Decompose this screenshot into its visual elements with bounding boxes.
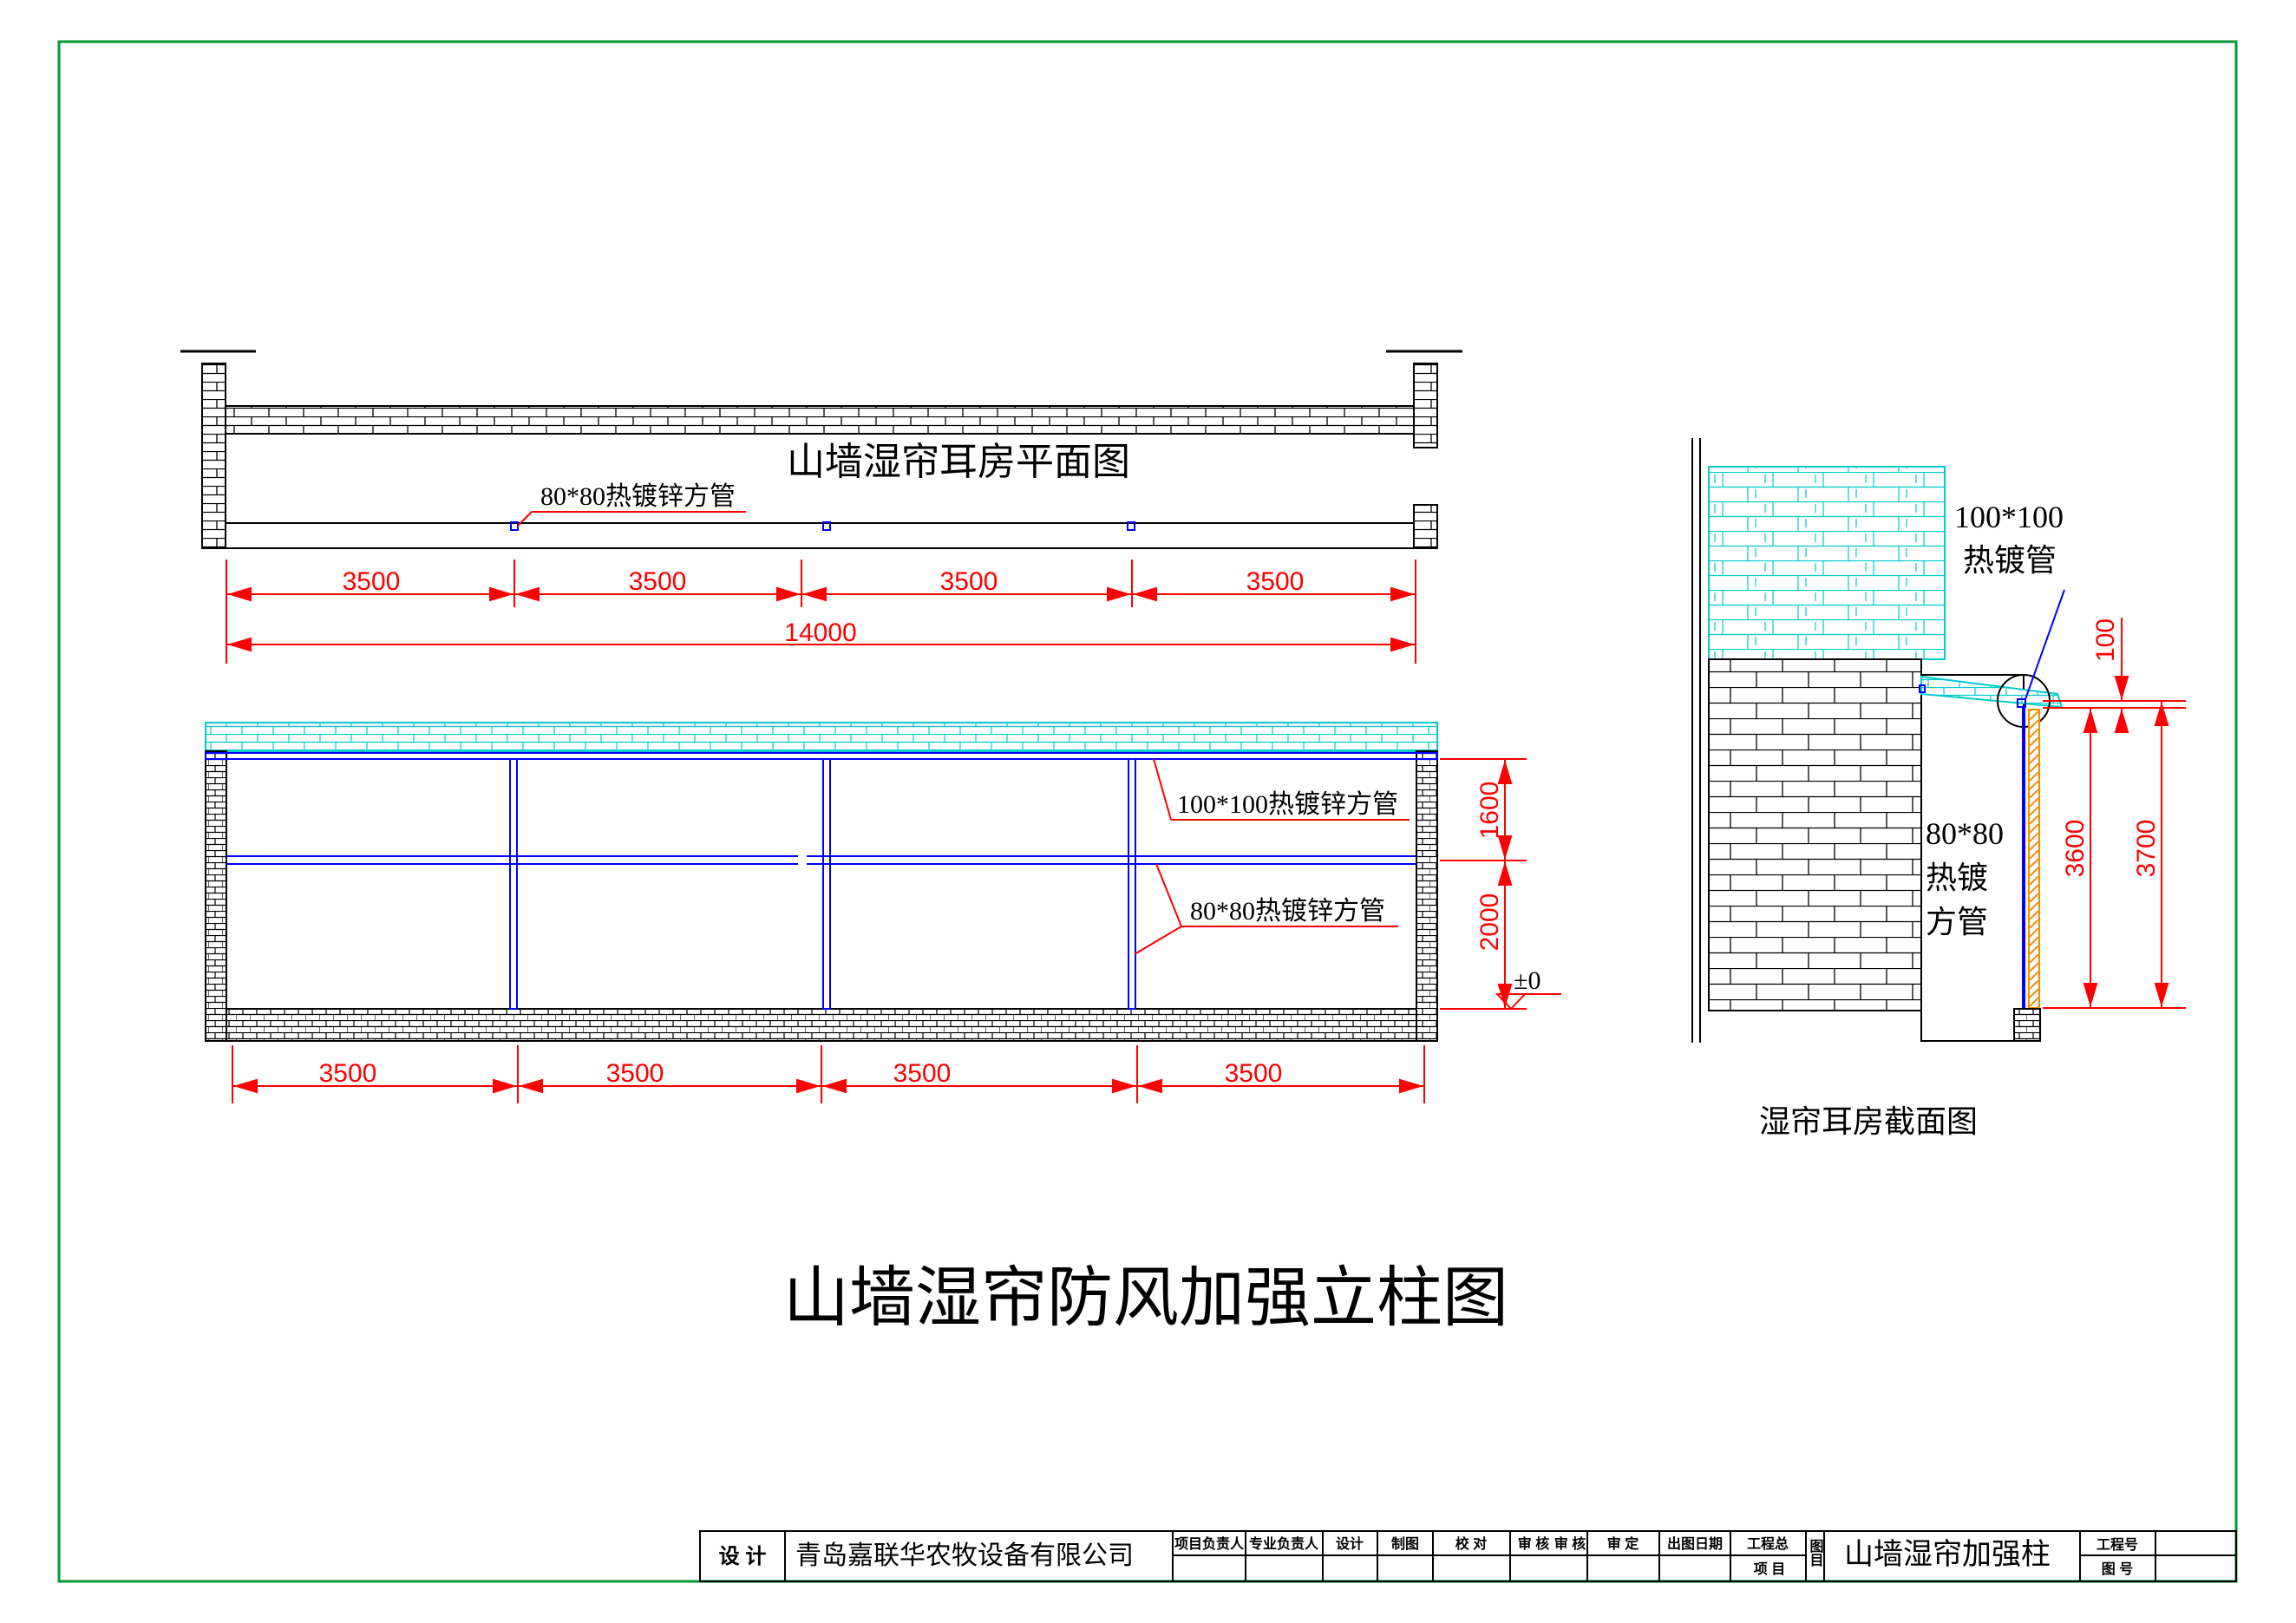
section-title: 湿帘耳房截面图 (1759, 1104, 1978, 1139)
level-mark-text: ±0 (1514, 966, 1540, 995)
elevation-post-2 (822, 758, 831, 1010)
tb-role-2: 专业负责人 (1249, 1535, 1319, 1552)
level-mark-symbol (1495, 993, 1561, 1011)
plan-pipe-label: 80*80热镀锌方管 (540, 482, 736, 511)
tb-sheet-label: 图目 (1808, 1539, 1823, 1567)
section-lean-to (1920, 674, 2025, 1042)
plan-pipe-leader (517, 511, 533, 527)
plan-title: 山墙湿帘耳房平面图 (787, 441, 1130, 483)
tb-drawing-name: 山墙湿帘加强柱 (1844, 1538, 2051, 1571)
elevation-mid-pipe-leader-1 (1155, 863, 1182, 927)
elevation-post-1 (509, 758, 518, 1010)
elevation-bay-dim-1: 3500 (319, 1059, 377, 1088)
section-brick-wall (1708, 658, 1922, 1011)
tb-role-5: 校 对 (1455, 1535, 1487, 1552)
section-dim-100: 100 (2091, 618, 2120, 662)
tb-role-6: 审 核 (1518, 1535, 1549, 1552)
section-base-block (2013, 1008, 2041, 1042)
plan-bay-dim-3: 3500 (940, 567, 998, 596)
plan-gable-wall (225, 405, 1415, 435)
elevation-mid-pipe-label: 80*80热镀锌方管 (1190, 897, 1385, 926)
tb-company: 青岛嘉联华农牧设备有限公司 (795, 1541, 1134, 1570)
section-roof-bracket (1919, 684, 1926, 693)
tb-role-8: 审 定 (1607, 1535, 1639, 1552)
tb-role-7: 审 核 (1554, 1535, 1586, 1552)
elevation-top-pipe-leader (1153, 758, 1172, 821)
main-title: 山墙湿帘防风加强立柱图 (783, 1262, 1508, 1335)
tb-project-label: 项 目 (1754, 1561, 1785, 1577)
title-block: 设 计 青岛嘉联华农牧设备有限公司 项目负责人 专业负责人 设计 制图 校 对 … (699, 1530, 2237, 1582)
elevation-height-dim-1600: 1600 (1475, 782, 1504, 840)
elevation-bay-dim-3: 3500 (893, 1059, 952, 1088)
plan-view: 山墙湿帘耳房平面图 80*80热镀锌方管 3500 3500 3500 3500… (180, 350, 1462, 664)
tb-design-label: 设 计 (719, 1545, 767, 1568)
section-top-pipe (2017, 698, 2026, 708)
plan-bay-dim-2: 3500 (629, 567, 687, 596)
elevation-post-3 (1128, 758, 1136, 1010)
plan-right-wall (1413, 363, 1438, 448)
section-view: 100*100 热镀管 80*80 热镀 方管 100 3600 3700 湿帘… (1691, 438, 2186, 1139)
plan-post-3 (1127, 521, 1135, 531)
elevation-top-pipe-label: 100*100热镀锌方管 (1177, 790, 1398, 819)
elevation-bay-dim-2: 3500 (606, 1059, 664, 1088)
elevation-right-wall (1416, 750, 1438, 1042)
plan-bay-dim-4: 3500 (1246, 567, 1305, 596)
section-dim-3600: 3600 (2061, 820, 2090, 878)
plan-left-wall (201, 363, 226, 549)
plan-post-2 (822, 521, 831, 531)
tb-role-3: 设计 (1336, 1535, 1364, 1552)
tb-drawing-no-label: 图 号 (2102, 1561, 2133, 1577)
section-col-label-3: 方管 (1926, 905, 1988, 939)
section-col-label-1: 80*80 (1926, 816, 2004, 851)
elevation-height-dim-2000: 2000 (1475, 893, 1504, 952)
elevation-bay-dim-4: 3500 (1225, 1059, 1283, 1088)
tb-role-4: 制图 (1391, 1536, 1419, 1552)
plan-dimensions (226, 560, 1416, 664)
section-top-pipe-leader (2025, 589, 2065, 700)
elevation-cooling-pad (205, 722, 1438, 752)
section-top-pipe-label-1: 100*100 (1954, 500, 2064, 534)
section-dim-3700: 3700 (2132, 820, 2161, 878)
section-cooling-pad (1708, 466, 1946, 660)
elevation-mid-pipe-leader-2 (1134, 926, 1182, 955)
section-timber-strip (2028, 709, 2040, 1009)
plan-total-dim: 14000 (784, 618, 856, 647)
elevation-bay-dims (232, 1045, 1425, 1103)
elevation-view: 100*100热镀锌方管 80*80热镀锌方管 1600 2000 ±0 (205, 722, 1561, 1103)
tb-job-no-label: 工程号 (2096, 1537, 2138, 1553)
elevation-base-wall (226, 1008, 1417, 1042)
plan-post-1 (510, 521, 519, 531)
tb-role-10: 工程总 (1747, 1535, 1789, 1552)
plan-bay-dim-1: 3500 (343, 567, 401, 596)
section-top-pipe-label-2: 热镀管 (1963, 543, 2057, 578)
plan-right-wall-stub (1413, 504, 1438, 549)
section-col-label-2: 热镀 (1926, 861, 1988, 895)
elevation-top-pipe (205, 752, 1438, 760)
tb-role-9: 出图日期 (1667, 1535, 1723, 1552)
tb-role-1: 项目负责人 (1174, 1535, 1245, 1552)
elevation-left-wall (205, 750, 227, 1042)
section-dims (2043, 618, 2186, 1009)
